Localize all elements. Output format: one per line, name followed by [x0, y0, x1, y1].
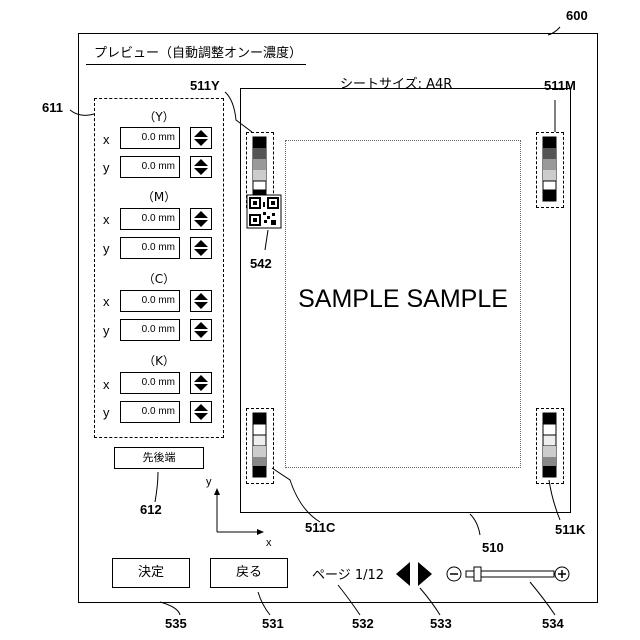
- arrow-right-icon[interactable]: [416, 560, 434, 588]
- m-x-offset-field[interactable]: 0.0 mm: [120, 208, 180, 230]
- patch-511m[interactable]: [536, 132, 564, 208]
- window-title: プレビュー（自動調整オンー濃度）: [94, 42, 302, 61]
- spin-up-down-icon[interactable]: [190, 208, 212, 230]
- k-x-offset-field[interactable]: 0.0 mm: [120, 372, 180, 394]
- patch-511k[interactable]: [536, 408, 564, 484]
- y-label-m: y: [103, 241, 110, 256]
- c-x-offset-field[interactable]: 0.0 mm: [120, 290, 180, 312]
- spin-up-down-icon[interactable]: [190, 290, 212, 312]
- back-button[interactable]: 戻る: [210, 558, 288, 588]
- ref-533: 533: [430, 616, 452, 631]
- spin-up-down-icon[interactable]: [190, 127, 212, 149]
- coord-x-label: x: [266, 537, 272, 549]
- zoom-in-icon[interactable]: [554, 564, 574, 584]
- confirm-button[interactable]: 決定: [112, 558, 190, 588]
- x-label-c: x: [103, 294, 110, 309]
- ref-600: 600: [566, 8, 588, 23]
- x-label-m: x: [103, 212, 110, 227]
- arrow-left-icon[interactable]: [394, 560, 412, 588]
- spin-up-down-icon[interactable]: [190, 156, 212, 178]
- m-y-offset-field[interactable]: 0.0 mm: [120, 237, 180, 259]
- ref-534: 534: [542, 616, 564, 631]
- group-label-m: （M）: [94, 188, 224, 205]
- x-label-y: x: [103, 132, 110, 147]
- y-y-offset-field[interactable]: 0.0 mm: [120, 156, 180, 178]
- group-label-k: （K）: [94, 352, 224, 369]
- sample-text: SAMPLE SAMPLE: [285, 285, 521, 314]
- leading-trailing-edge-button[interactable]: 先後端: [114, 447, 204, 469]
- coord-y-label: y: [206, 476, 212, 488]
- spin-up-down-icon[interactable]: [190, 319, 212, 341]
- page-indicator: ページ 1/12: [312, 564, 384, 583]
- spin-up-down-icon[interactable]: [190, 401, 212, 423]
- qr-code-icon: [246, 194, 286, 230]
- title-underline: [86, 64, 306, 65]
- y-label-y: y: [103, 160, 110, 175]
- ref-531: 531: [262, 616, 284, 631]
- group-label-y: （Y）: [94, 108, 224, 125]
- y-label-k: y: [103, 405, 110, 420]
- y-label-c: y: [103, 323, 110, 338]
- x-label-k: x: [103, 377, 110, 392]
- spin-up-down-icon[interactable]: [190, 237, 212, 259]
- ref-532: 532: [352, 616, 374, 631]
- group-label-c: （C）: [94, 270, 224, 287]
- patch-511c[interactable]: [246, 408, 274, 484]
- ref-611: 611: [42, 100, 63, 115]
- ref-535: 535: [165, 616, 187, 631]
- zoom-out-icon[interactable]: [444, 564, 464, 584]
- spin-up-down-icon[interactable]: [190, 372, 212, 394]
- c-y-offset-field[interactable]: 0.0 mm: [120, 319, 180, 341]
- y-x-offset-field[interactable]: 0.0 mm: [120, 127, 180, 149]
- k-y-offset-field[interactable]: 0.0 mm: [120, 401, 180, 423]
